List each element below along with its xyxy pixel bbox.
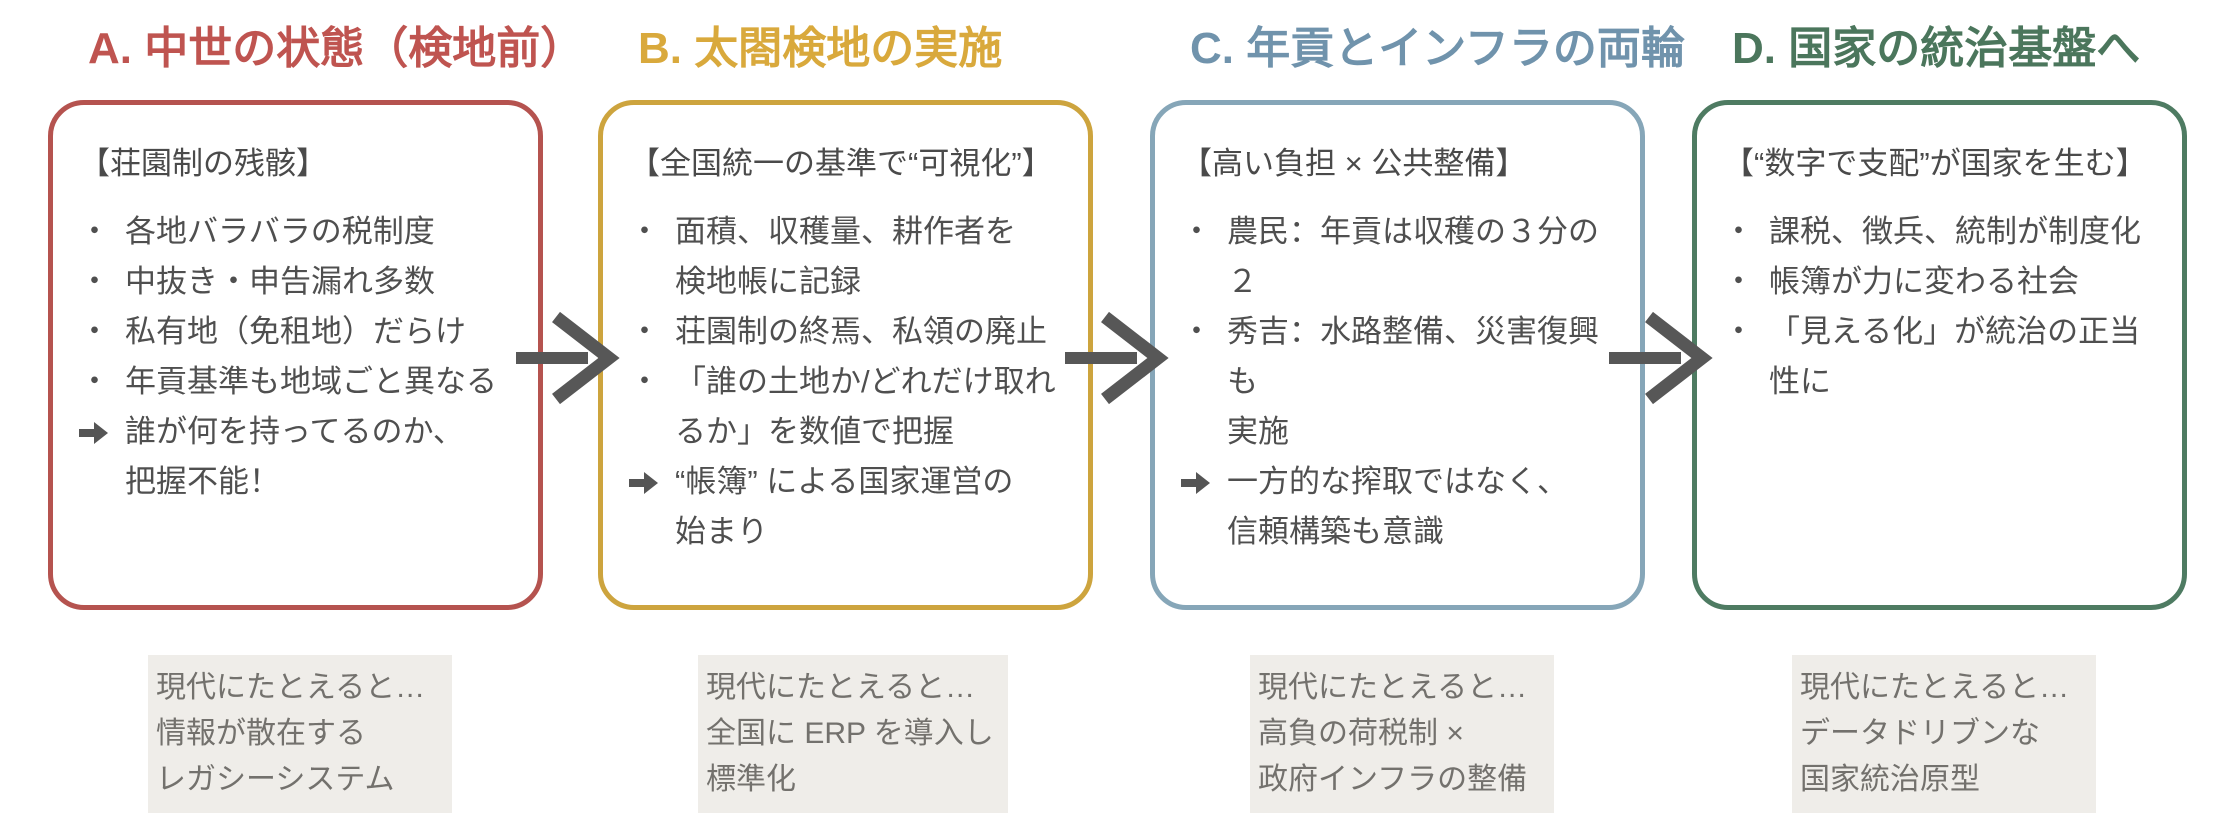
flow-arrow-icon xyxy=(516,310,626,405)
analogy-line: 現代にたとえると… xyxy=(1258,671,1528,704)
bullet-marker: ・ xyxy=(1181,314,1212,349)
box-item-text: 秀吉：水路整備、災害復興も 実施 xyxy=(1227,314,1599,449)
box-item: “帳簿” による国家運営の 始まり xyxy=(629,457,1070,557)
box-item-list: ・各地バラバラの税制度・中抜き・申告漏れ多数・私有地（免租地）だらけ・年貢基準も… xyxy=(79,207,520,507)
box-item: ・農民：年貢は収穫の３分の２ xyxy=(1181,207,1622,307)
column-a: A. 中世の状態（検地前） 【荘園制の残骸】 ・各地バラバラの税制度・中抜き・申… xyxy=(48,0,585,813)
column-title: D. 国家の統治基盤へ xyxy=(1732,24,2141,73)
analogy-line: データドリブンな xyxy=(1800,717,2040,750)
box-item-text: 誰が何を持ってるのか、 把握不能！ xyxy=(125,414,464,499)
box-item: 一方的な搾取ではなく、 信頼構築も意識 xyxy=(1181,457,1622,557)
box-item-text: 荘園制の終焉、私領の廃止 xyxy=(675,314,1047,349)
box-item-list: ・課税、徴兵、統制が制度化・帳簿が力に変わる社会・「見える化」が統治の正当性に xyxy=(1723,207,2164,407)
bullet-marker: ・ xyxy=(79,264,110,299)
box-item-text: 農民：年貢は収穫の３分の２ xyxy=(1227,214,1599,299)
box-item: ・中抜き・申告漏れ多数 xyxy=(79,257,520,307)
column-title: B. 太閤検地の実施 xyxy=(638,24,1003,73)
box-item-text: 帳簿が力に変わる社会 xyxy=(1769,264,2079,299)
column-box: 【荘園制の残骸】 ・各地バラバラの税制度・中抜き・申告漏れ多数・私有地（免租地）… xyxy=(48,100,543,610)
analogy-note: 現代にたとえると… 高負の荷税制 × 政府インフラの整備 xyxy=(1250,655,1554,813)
box-item-text: 課税、徴兵、統制が制度化 xyxy=(1769,214,2141,249)
box-item: ・面積、収穫量、耕作者を 検地帳に記録 xyxy=(629,207,1070,307)
analogy-line: 高負の荷税制 × xyxy=(1258,717,1464,750)
box-item-text: 「誰の土地か/どれだけ取れ るか」を数値で把握 xyxy=(675,364,1056,449)
box-item-list: ・農民：年貢は収穫の３分の２・秀吉：水路整備、災害復興も 実施一方的な搾取ではな… xyxy=(1181,207,1622,557)
analogy-note: 現代にたとえると… 情報が散在するレガシーシステム xyxy=(148,655,452,813)
box-item: ・課税、徴兵、統制が制度化 xyxy=(1723,207,2164,257)
box-item: ・各地バラバラの税制度 xyxy=(79,207,520,257)
box-item-list: ・面積、収穫量、耕作者を 検地帳に記録・荘園制の終焉、私領の廃止・「誰の土地か/… xyxy=(629,207,1070,557)
box-item-text: 私有地（免租地）だらけ xyxy=(125,314,466,349)
flow-arrow-icon xyxy=(1609,310,1719,405)
box-item-text: 各地バラバラの税制度 xyxy=(125,214,435,249)
flow-arrow-icon xyxy=(1065,310,1175,405)
box-item-text: 中抜き・申告漏れ多数 xyxy=(125,264,435,299)
box-item-text: 一方的な搾取ではなく、 信頼構築も意識 xyxy=(1227,464,1568,549)
bullet-marker: ・ xyxy=(629,214,660,249)
arrow-right-marker-icon xyxy=(1181,457,1227,495)
analogy-line: 標準化 xyxy=(706,763,796,796)
analogy-line: 国家統治原型 xyxy=(1800,763,1980,796)
column-box: 【高い負担 × 公共整備】 ・農民：年貢は収穫の３分の２・秀吉：水路整備、災害復… xyxy=(1150,100,1645,610)
arrow-right-marker-icon xyxy=(629,457,675,495)
column-d: D. 国家の統治基盤へ 【“数字で支配”が国家を生む】 ・課税、徴兵、統制が制度… xyxy=(1692,0,2187,813)
analogy-note: 現代にたとえると… データドリブンな国家統治原型 xyxy=(1792,655,2096,813)
bullet-marker: ・ xyxy=(1723,314,1754,349)
box-item-text: 面積、収穫量、耕作者を 検地帳に記録 xyxy=(675,214,1016,299)
box-item: ・「見える化」が統治の正当性に xyxy=(1723,307,2164,407)
box-heading: 【“数字で支配”が国家を生む】 xyxy=(1723,146,2147,181)
column-b: B. 太閤検地の実施 【全国統一の基準で“可視化”】 ・面積、収穫量、耕作者を … xyxy=(598,0,1093,813)
box-item: 誰が何を持ってるのか、 把握不能！ xyxy=(79,407,520,507)
analogy-note: 現代にたとえると… 全国に ERP を導入し標準化 xyxy=(698,655,1008,813)
analogy-line: 現代にたとえると… xyxy=(1800,671,2070,704)
box-item: ・秀吉：水路整備、災害復興も 実施 xyxy=(1181,307,1622,457)
box-item: ・帳簿が力に変わる社会 xyxy=(1723,257,2164,307)
box-item: ・年貢基準も地域ごと異なる xyxy=(79,357,520,407)
bullet-marker: ・ xyxy=(629,364,660,399)
bullet-marker: ・ xyxy=(1723,264,1754,299)
bullet-marker: ・ xyxy=(79,314,110,349)
box-item-text: 年貢基準も地域ごと異なる xyxy=(125,364,497,399)
box-item-text: 「見える化」が統治の正当性に xyxy=(1769,314,2141,399)
arrow-right-marker-icon xyxy=(79,407,125,445)
box-item-text: “帳簿” による国家運営の 始まり xyxy=(675,464,1014,549)
column-box: 【“数字で支配”が国家を生む】 ・課税、徴兵、統制が制度化・帳簿が力に変わる社会… xyxy=(1692,100,2187,610)
box-heading: 【全国統一の基準で“可視化”】 xyxy=(629,146,1053,181)
analogy-line: 全国に ERP を導入し xyxy=(706,717,994,750)
column-title: C. 年貢とインフラの両輪 xyxy=(1190,24,1685,73)
box-item: ・荘園制の終焉、私領の廃止 xyxy=(629,307,1070,357)
bullet-marker: ・ xyxy=(1723,214,1754,249)
bullet-marker: ・ xyxy=(79,364,110,399)
column-box: 【全国統一の基準で“可視化”】 ・面積、収穫量、耕作者を 検地帳に記録・荘園制の… xyxy=(598,100,1093,610)
box-heading: 【高い負担 × 公共整備】 xyxy=(1181,146,1527,181)
analogy-line: 政府インフラの整備 xyxy=(1258,763,1528,796)
bullet-marker: ・ xyxy=(79,214,110,249)
box-heading: 【荘園制の残骸】 xyxy=(79,146,327,181)
analogy-line: 現代にたとえると… xyxy=(706,671,976,704)
box-item: ・「誰の土地か/どれだけ取れ るか」を数値で把握 xyxy=(629,357,1070,457)
column-title: A. 中世の状態（検地前） xyxy=(88,24,585,73)
analogy-line: 現代にたとえると… xyxy=(156,671,426,704)
bullet-marker: ・ xyxy=(629,314,660,349)
analogy-line: レガシーシステム xyxy=(156,763,395,796)
bullet-marker: ・ xyxy=(1181,214,1212,249)
box-item: ・私有地（免租地）だらけ xyxy=(79,307,520,357)
analogy-line: 情報が散在する xyxy=(156,717,366,750)
column-c: C. 年貢とインフラの両輪 【高い負担 × 公共整備】 ・農民：年貢は収穫の３分… xyxy=(1150,0,1685,813)
